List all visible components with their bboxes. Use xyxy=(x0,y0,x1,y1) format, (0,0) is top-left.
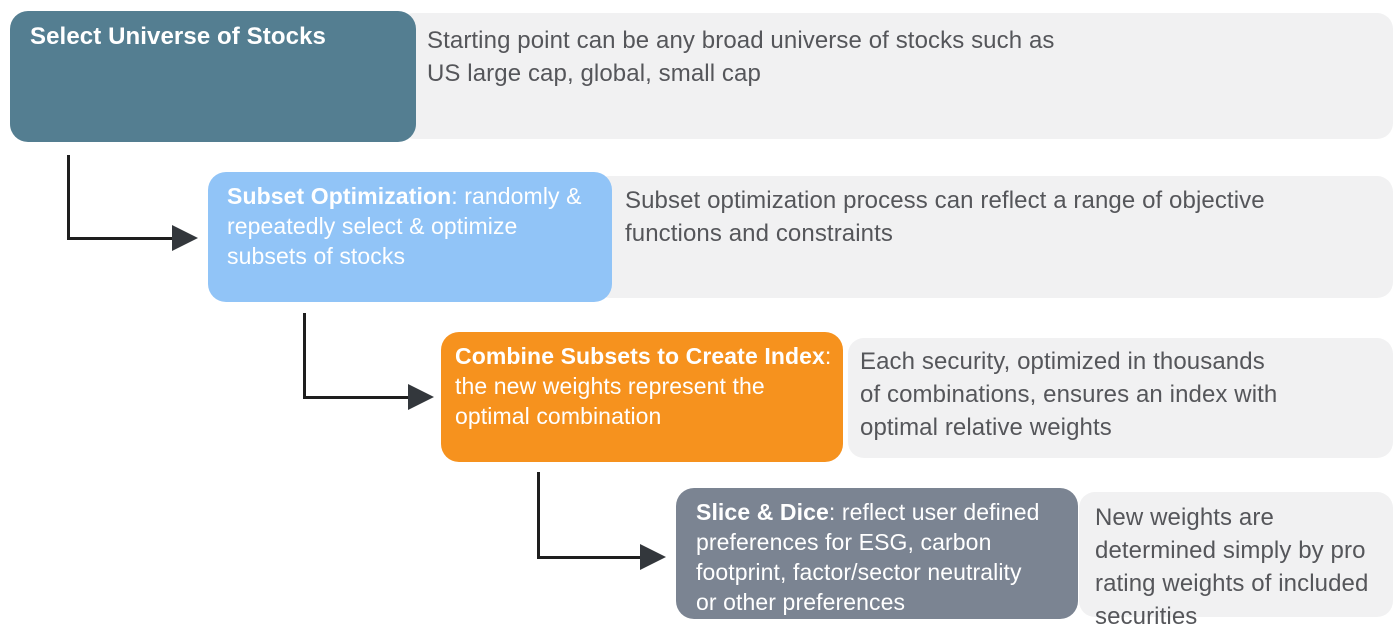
step-title-rest: : randomly & repeatedly select & optimiz… xyxy=(227,183,582,269)
arrow-head-icon xyxy=(640,544,666,570)
arrow-vertical-line xyxy=(303,313,306,399)
description-panel-combine-subsets: Each security, optimized in thousands of… xyxy=(848,338,1393,458)
step-box-combine-subsets: Combine Subsets to Create Index: the new… xyxy=(441,332,843,462)
step-title-bold: Combine Subsets to Create Index xyxy=(455,343,825,369)
arrow-horizontal-line xyxy=(67,237,177,240)
description-text: New weights are determined simply by pro… xyxy=(1095,504,1369,625)
arrow-vertical-line xyxy=(67,155,70,240)
step-title-bold: Subset Optimization xyxy=(227,183,452,209)
arrow-horizontal-line xyxy=(303,396,413,399)
description-text: Starting point can be any broad universe… xyxy=(427,27,1055,87)
description-panel-slice-and-dice: New weights are determined simply by pro… xyxy=(1079,492,1393,625)
description-text: Subset optimization process can reflect … xyxy=(625,187,1265,247)
step-title: Select Universe of Stocks xyxy=(30,22,406,52)
step-title-bold: Select Universe of Stocks xyxy=(30,23,326,50)
arrow-head-icon xyxy=(172,225,198,251)
step-box-slice-and-dice: Slice & Dice: reflect user defined prefe… xyxy=(676,488,1078,619)
step-box-subset-optimization: Subset Optimization: randomly & repeated… xyxy=(208,172,612,302)
arrow-horizontal-line xyxy=(537,556,645,559)
step-title: Slice & Dice: reflect user defined prefe… xyxy=(696,497,1074,617)
arrow-head-icon xyxy=(408,384,434,410)
step-title-bold: Slice & Dice xyxy=(696,499,829,525)
step-title: Subset Optimization: randomly & repeated… xyxy=(227,181,604,271)
step-title-rest: : reflect user defined preferences for E… xyxy=(696,499,1040,615)
step-title-rest: : the new weights represent the optimal … xyxy=(455,343,832,429)
step-box-select-universe: Select Universe of Stocks xyxy=(10,11,416,142)
description-text: Each security, optimized in thousands of… xyxy=(860,348,1278,441)
description-panel-select-universe: Starting point can be any broad universe… xyxy=(398,13,1393,139)
step-title: Combine Subsets to Create Index: the new… xyxy=(455,341,839,431)
arrow-vertical-line xyxy=(537,472,540,559)
description-panel-subset-optimization: Subset optimization process can reflect … xyxy=(594,176,1393,298)
